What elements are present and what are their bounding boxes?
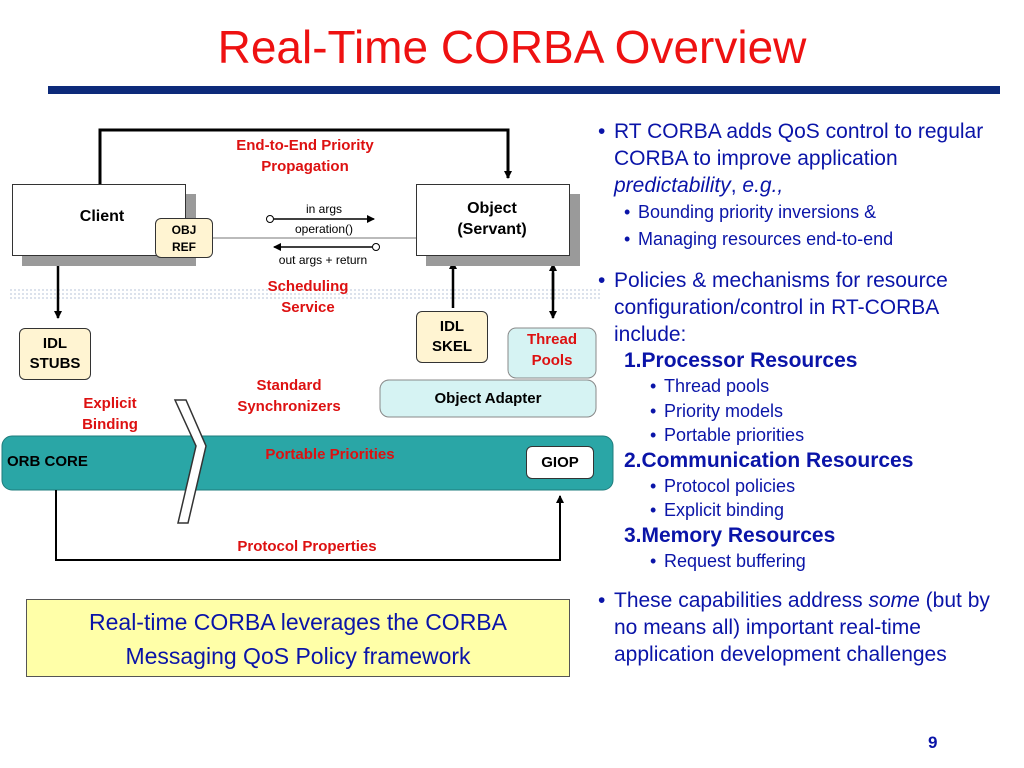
section-heading: 3.Memory Resources xyxy=(624,523,836,547)
thread-pools-box xyxy=(507,327,597,379)
slide-title: Real-Time CORBA Overview xyxy=(217,21,807,73)
section-heading: 1.Processor Resources xyxy=(624,349,858,372)
orb-core-label: ORB CORE xyxy=(7,453,88,470)
out-args-label: out args + return xyxy=(278,253,368,267)
bullet-capabilities: These capabilities address some (but by … xyxy=(598,587,1008,668)
section-item: Portable priorities xyxy=(598,423,1008,448)
object-adapter-label: Object Adapter xyxy=(434,390,542,407)
section-item: Thread pools xyxy=(598,374,1008,399)
portable-priorities-label: Portable Priorities xyxy=(265,446,395,463)
bullet-list: RT CORBA adds QoS control to regular COR… xyxy=(598,118,1008,668)
client-label: Client xyxy=(79,208,125,225)
object-servant-label: Object(Servant) xyxy=(457,200,527,238)
sub-bullet: Bounding priority inversions & xyxy=(598,199,1008,226)
bullet-rt-corba: RT CORBA adds QoS control to regular COR… xyxy=(598,118,1008,199)
page-number: 9 xyxy=(928,733,938,752)
bullet-policies: Policies & mechanisms for resource confi… xyxy=(598,267,1008,348)
orb-core-band xyxy=(1,435,614,491)
break-symbol xyxy=(173,399,207,524)
protocol-properties-label: Protocol Properties xyxy=(237,538,377,555)
section-heading: 2.Communication Resources xyxy=(624,448,914,472)
title-rule xyxy=(48,86,1000,94)
operation-label: operation() xyxy=(294,222,354,236)
section-item: Priority models xyxy=(598,399,1008,424)
in-args-label: in args xyxy=(305,202,343,216)
sub-bullet: Managing resources end-to-end xyxy=(598,226,1008,253)
section-item: Protocol policies xyxy=(598,474,1008,499)
protocol-properties-arrow xyxy=(55,490,564,561)
object-servant-box xyxy=(416,184,570,256)
section-item: Explicit binding xyxy=(598,498,1008,523)
priority-propagation-arrow xyxy=(98,128,512,186)
object-adapter-box xyxy=(379,379,597,418)
section-item: Request buffering xyxy=(598,549,1008,574)
giop-badge: GIOP xyxy=(526,446,594,479)
